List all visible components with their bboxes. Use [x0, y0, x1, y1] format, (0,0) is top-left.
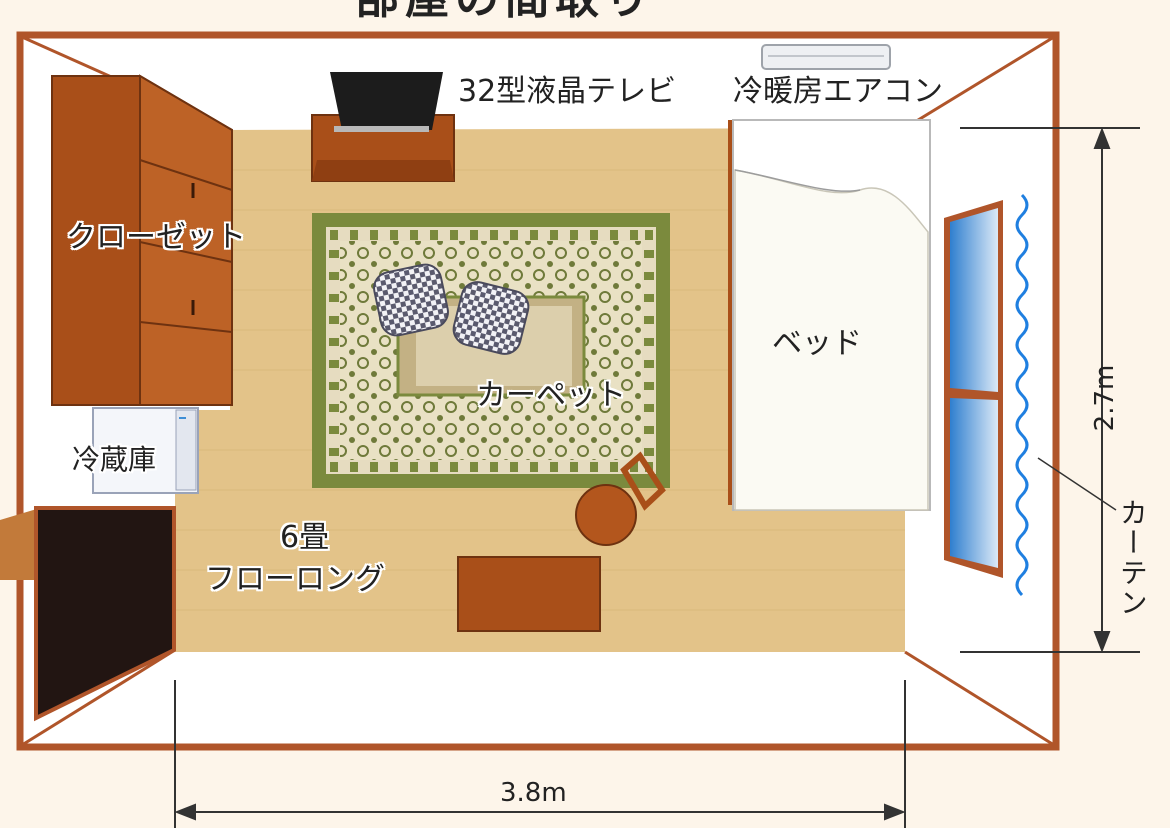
closet	[51, 74, 233, 406]
depth-dimension-label: 2.7m	[1090, 364, 1120, 432]
floor-size-label: 6畳	[280, 520, 330, 555]
carpet-label: カーペット	[476, 378, 626, 413]
floor-type-label: フローロング	[205, 562, 385, 597]
width-dimension-label: 3.8m	[500, 778, 567, 808]
page-title: 部屋の間取り	[355, 0, 655, 26]
window	[944, 200, 1003, 578]
fridge-label: 冷蔵庫	[72, 443, 157, 476]
aircon-label: 冷暖房エアコン	[733, 74, 943, 109]
chair	[575, 451, 666, 546]
dimension-lines	[174, 127, 1140, 828]
cushions	[373, 263, 530, 355]
curtain-label: カーテン	[1115, 498, 1149, 618]
bed-label: ベッド	[772, 326, 862, 361]
fridge	[92, 407, 199, 494]
air-conditioner	[761, 44, 891, 70]
closet-label: クローゼット	[66, 220, 246, 255]
door	[0, 506, 176, 722]
desk	[457, 556, 601, 632]
tv-label: 32型液晶テレビ	[458, 74, 677, 109]
bed	[728, 119, 931, 511]
curtain	[1015, 193, 1029, 597]
tv-set	[311, 72, 455, 182]
